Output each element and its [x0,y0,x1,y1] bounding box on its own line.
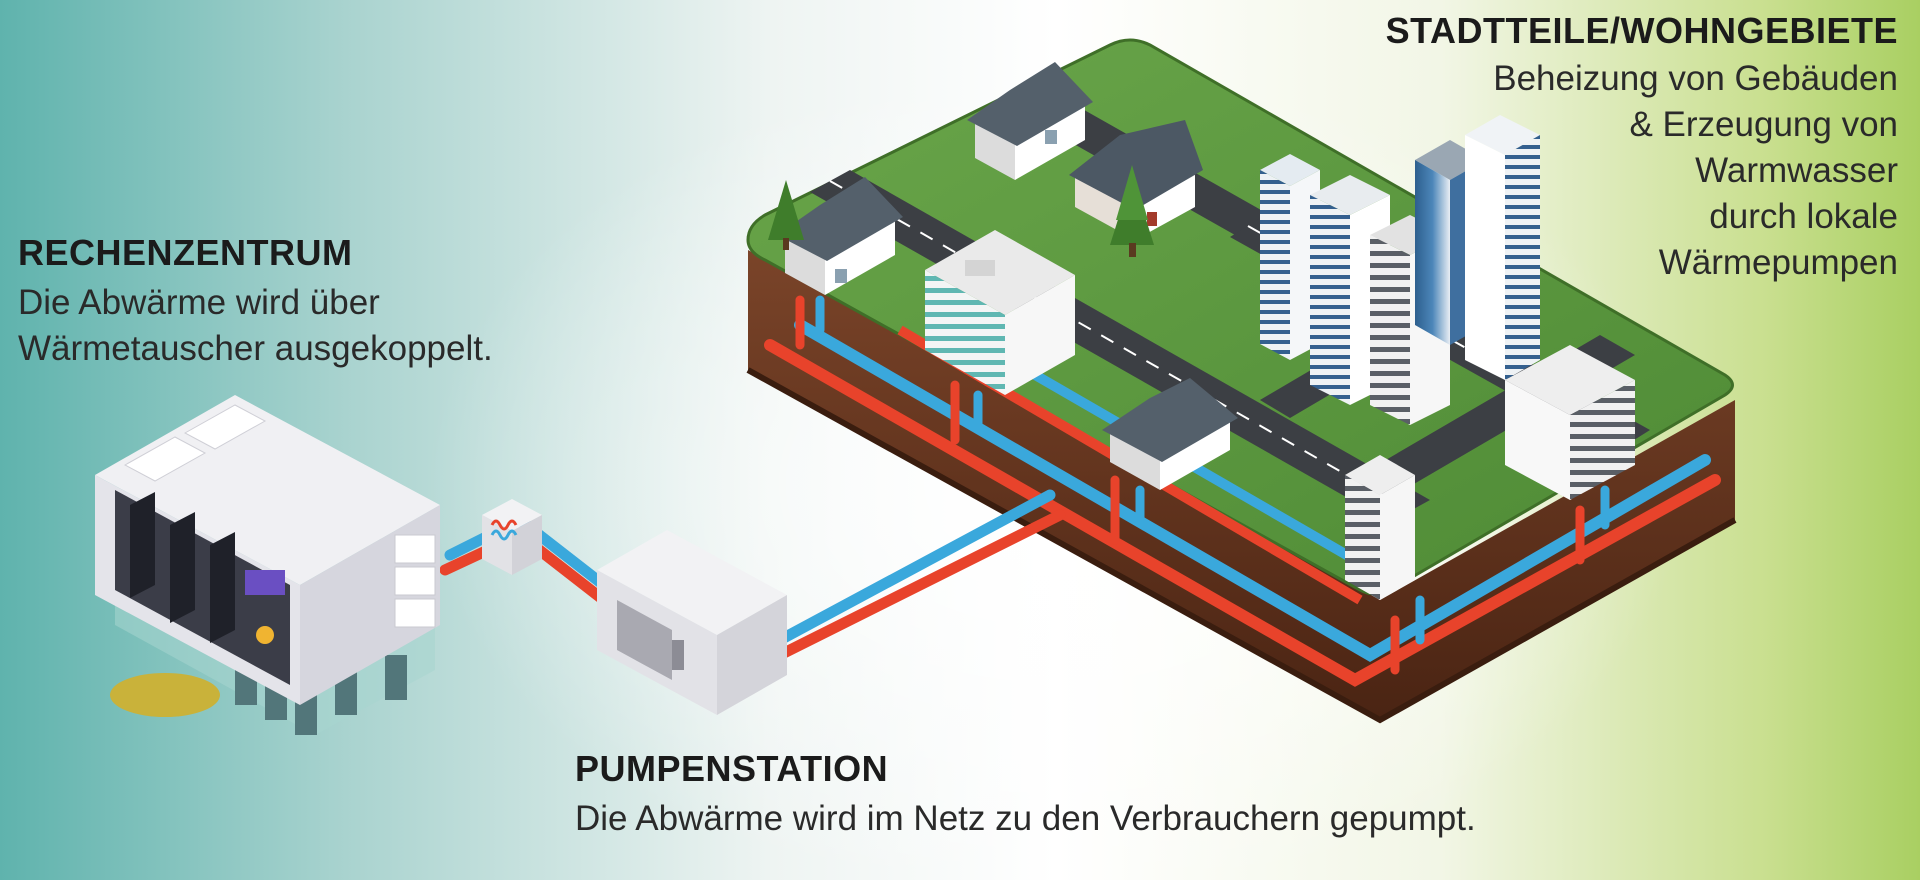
residential-houses [777,62,1238,490]
label-pumpenstation: PUMPENSTATION Die Abwärme wird im Netz z… [575,748,1675,842]
data-center-building [95,395,440,735]
pumpenstation-title: PUMPENSTATION [575,748,889,789]
rechenzentrum-line-2: Wärmetauscher ausgekoppelt. [18,329,493,368]
heat-exchanger [482,499,542,575]
stadtteile-line-3: Warmwasser [1695,151,1898,190]
rechenzentrum-line-1: Die Abwärme wird über [18,283,380,322]
stadtteile-line-2: & Erzeugung von [1629,105,1898,144]
pump-station [597,530,787,715]
trees [768,165,1154,257]
rechenzentrum-description: Die Abwärme wird über Wärmetauscher ausg… [18,280,638,372]
pumpenstation-line-1: Die Abwärme wird im Netz zu den Verbrauc… [575,799,1476,838]
grass-plate [746,38,1734,596]
high-rise-buildings [1260,115,1635,600]
pumpenstation-description: Die Abwärme wird im Netz zu den Verbrauc… [575,796,1675,842]
district-network [746,38,1737,724]
label-rechenzentrum: RECHENZENTRUM Die Abwärme wird über Wärm… [18,232,638,372]
rechenzentrum-title: RECHENZENTRUM [18,232,353,273]
stadtteile-line-1: Beheizung von Gebäuden [1493,59,1898,98]
stadtteile-line-4: durch lokale [1709,197,1898,236]
stadtteile-title: STADTTEILE/WOHNGEBIETE [1385,10,1898,51]
stadtteile-description: Beheizung von Gebäuden & Erzeugung von W… [1178,56,1898,286]
label-stadtteile: STADTTEILE/WOHNGEBIETE Beheizung von Geb… [1178,10,1898,286]
stadtteile-line-5: Wärmepumpen [1658,243,1898,282]
office-building-teal [925,230,1075,395]
